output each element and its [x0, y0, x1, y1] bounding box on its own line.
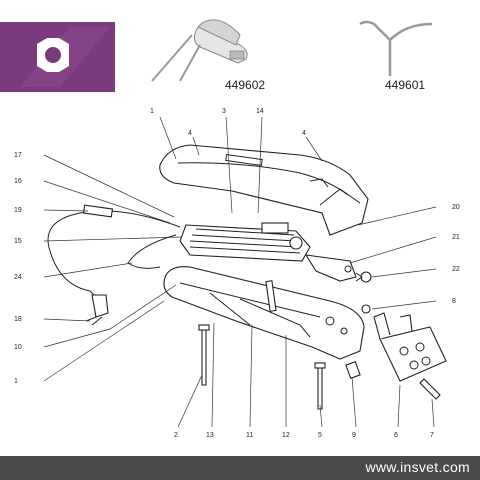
part-label: 15 — [14, 238, 22, 245]
part-label: 5 — [318, 432, 322, 439]
part-label: 8 — [452, 298, 456, 305]
part-label: 21 — [452, 234, 460, 241]
part-label: 19 — [14, 207, 22, 214]
part-label: 16 — [14, 178, 22, 185]
part-label: 20 — [452, 204, 460, 211]
part-label: 18 — [14, 316, 22, 323]
part-label: 9 — [352, 432, 356, 439]
part-label: 1 — [14, 378, 18, 385]
part-label: 3 — [222, 108, 226, 115]
part-label: 17 — [14, 152, 22, 159]
part-label: 7 — [430, 432, 434, 439]
parts-drawing: 1 4 3 14 4 17 16 19 15 24 20 21 22 8 18 … — [14, 108, 460, 439]
part-label: 4 — [188, 130, 192, 137]
part-label: 11 — [246, 432, 253, 439]
part-label: 4 — [302, 130, 306, 137]
product-code-449602: 449602 — [225, 78, 266, 92]
part-label: 10 — [14, 344, 22, 351]
part-label: 12 — [282, 432, 290, 439]
brand-badge — [0, 22, 115, 92]
part-label: 2 — [174, 432, 178, 439]
product-code-449601: 449601 — [385, 78, 426, 92]
wire-blade-thumbnail-449601 — [359, 20, 433, 76]
part-label: 13 — [206, 432, 214, 439]
part-label: 6 — [394, 432, 398, 439]
hex-nut-icon — [20, 27, 110, 87]
tool-thumbnail-449602 — [151, 19, 248, 82]
website-link[interactable]: www.insvet.com — [365, 459, 470, 475]
footer-bar: www.insvet.com — [0, 456, 480, 480]
part-label: 24 — [14, 274, 22, 281]
part-label: 1 — [150, 108, 154, 115]
part-label: 14 — [256, 108, 264, 115]
part-label: 22 — [452, 266, 460, 273]
